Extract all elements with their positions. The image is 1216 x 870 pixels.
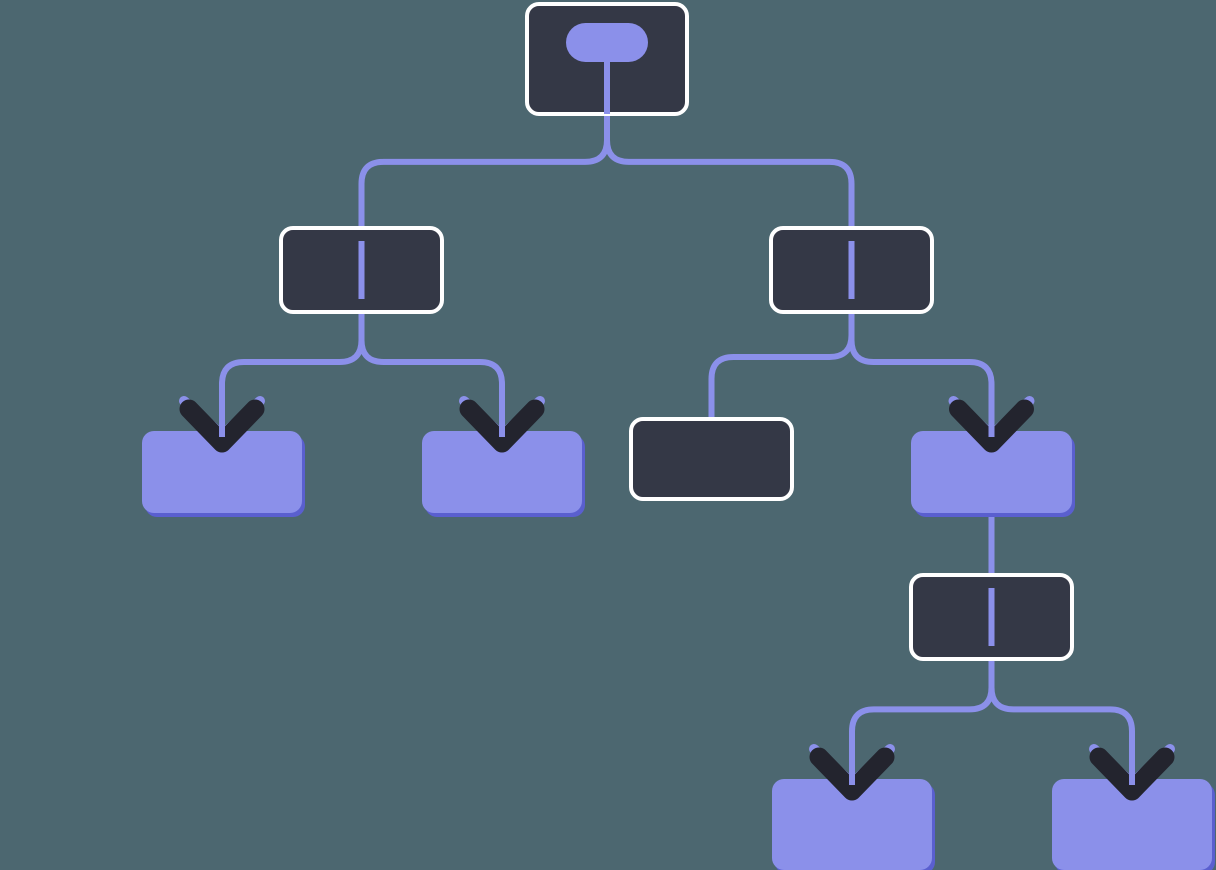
glyph-layer xyxy=(358,23,995,646)
arrowhead-branch-node-d xyxy=(948,396,1035,453)
pill-capsule xyxy=(566,23,648,62)
leaf-node-a-body[interactable] xyxy=(142,431,302,513)
bottom-leaf-node-b[interactable] xyxy=(1052,779,1215,870)
dark-leaf-node-c[interactable] xyxy=(629,417,794,501)
leaf-node-b-body[interactable] xyxy=(422,431,582,513)
node-layer xyxy=(142,2,1215,870)
branch-node-d[interactable] xyxy=(911,431,1075,517)
branch-node-d-body[interactable] xyxy=(911,431,1072,513)
leaf-node-b[interactable] xyxy=(422,431,585,517)
bottom-leaf-node-a-body[interactable] xyxy=(772,779,932,870)
arrow-chevron-front xyxy=(1089,747,1175,801)
arrowhead-bottom-leaf-node-a xyxy=(809,744,895,801)
edge-root-to-level2-left xyxy=(358,114,610,228)
root-node-pill-glyph xyxy=(566,23,648,114)
edge-level2-right-to-branch-d xyxy=(848,312,995,431)
arrowhead-leaf-node-b xyxy=(459,396,545,453)
arrow-chevron-front xyxy=(459,399,545,453)
arrow-chevron-front xyxy=(809,747,895,801)
edge-root-to-level2-right xyxy=(604,114,855,228)
edge-level2-right-to-leaf-c xyxy=(708,312,855,419)
dark-leaf-node-c-body[interactable] xyxy=(629,417,794,501)
arrowhead-layer xyxy=(179,396,1175,801)
bottom-leaf-node-b-body[interactable] xyxy=(1052,779,1212,870)
arrow-chevron-front xyxy=(949,399,1034,453)
arrowhead-leaf-node-a xyxy=(179,396,265,453)
edge-level4-to-bottom-b xyxy=(988,659,1135,779)
edge-layer xyxy=(219,114,1135,779)
arrow-chevron-front xyxy=(179,399,265,453)
edge-level2-left-to-leaf-b xyxy=(358,312,505,431)
bottom-leaf-node-a[interactable] xyxy=(772,779,935,870)
leaf-node-a[interactable] xyxy=(142,431,305,517)
arrowhead-bottom-leaf-node-b xyxy=(1089,744,1175,801)
